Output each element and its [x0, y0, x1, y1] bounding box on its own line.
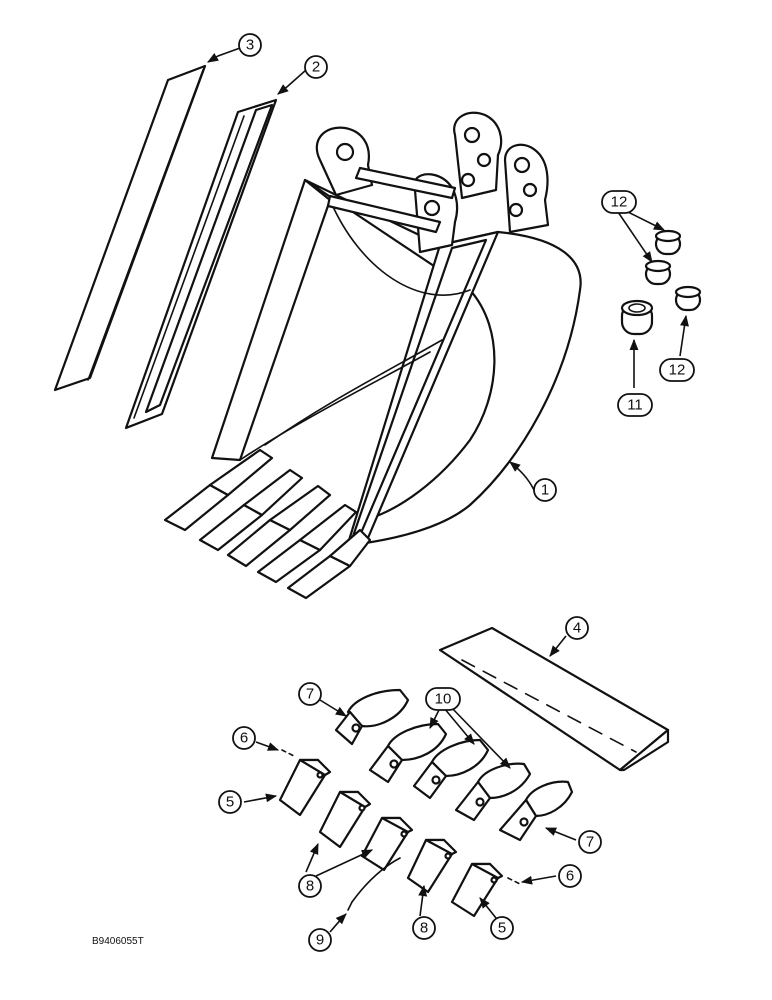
svg-text:7: 7: [586, 834, 594, 851]
svg-text:10: 10: [435, 691, 452, 708]
leader-lines: [207, 47, 689, 933]
svg-text:11: 11: [627, 397, 643, 414]
callout-4: 4: [565, 616, 589, 640]
callout-1: 1: [533, 478, 557, 502]
bucket-part-1: [163, 111, 582, 600]
tooth-part-8-b: [360, 816, 414, 872]
svg-text:8: 8: [420, 920, 428, 937]
svg-text:1: 1: [541, 482, 549, 499]
lock-pin-part-6-right: [507, 877, 521, 885]
bushing-part-12-middle: [644, 259, 672, 286]
tooth-part-5-lower: [450, 862, 504, 918]
svg-text:5: 5: [226, 794, 234, 811]
svg-text:4: 4: [573, 620, 581, 637]
svg-text:12: 12: [611, 194, 628, 211]
svg-text:7: 7: [306, 686, 314, 703]
callout-3: 3: [238, 33, 262, 57]
callout-10: 10: [425, 687, 461, 711]
callout-7-right: 7: [578, 830, 602, 854]
callout-11: 11: [617, 393, 653, 417]
tooth-adapter-part-7-left: [334, 688, 410, 746]
retaining-pin-part-9: [347, 857, 401, 911]
tooth-part-8-a: [318, 790, 372, 849]
callout-5-upper: 5: [218, 790, 242, 814]
bushing-part-12-lower: [674, 285, 702, 312]
svg-text:6: 6: [240, 730, 248, 747]
callout-6-right: 6: [558, 864, 582, 888]
callout-12-upper: 12: [601, 190, 637, 214]
callout-8-left: 8: [298, 874, 322, 898]
tooth-adapter-part-10-b: [412, 738, 490, 800]
callout-8-right: 8: [412, 916, 436, 940]
side-cutter-part-3: [53, 64, 207, 392]
callout-7-left: 7: [298, 682, 322, 706]
callout-9: 9: [308, 928, 332, 952]
callout-6-left: 6: [232, 726, 256, 750]
tooth-adapter-part-10-a: [368, 722, 448, 784]
svg-text:6: 6: [566, 868, 574, 885]
bucket-teeth-row: [163, 448, 372, 600]
callout-12-lower: 12: [659, 358, 695, 382]
svg-text:8: 8: [306, 878, 314, 895]
svg-text:12: 12: [669, 362, 686, 379]
svg-text:5: 5: [498, 920, 506, 937]
tooth-adapter-part-10-c: [454, 762, 532, 822]
side-cutter-part-2: [124, 98, 278, 430]
svg-text:9: 9: [316, 932, 324, 949]
callout-2: 2: [304, 55, 328, 79]
tooth-part-5-upper: [278, 758, 332, 817]
tooth-adapter-part-7-right: [498, 780, 574, 842]
svg-text:2: 2: [312, 59, 320, 76]
lock-pin-part-6-left: [281, 749, 295, 757]
svg-text:3: 3: [246, 37, 254, 54]
drawing-code: B9406055T: [92, 936, 144, 947]
bushing-part-11: [620, 299, 654, 336]
callout-5-lower: 5: [490, 916, 514, 940]
cutting-edge-part-4: [438, 626, 670, 772]
tooth-part-8-c: [406, 838, 458, 894]
bushing-part-12-upper: [654, 229, 682, 256]
